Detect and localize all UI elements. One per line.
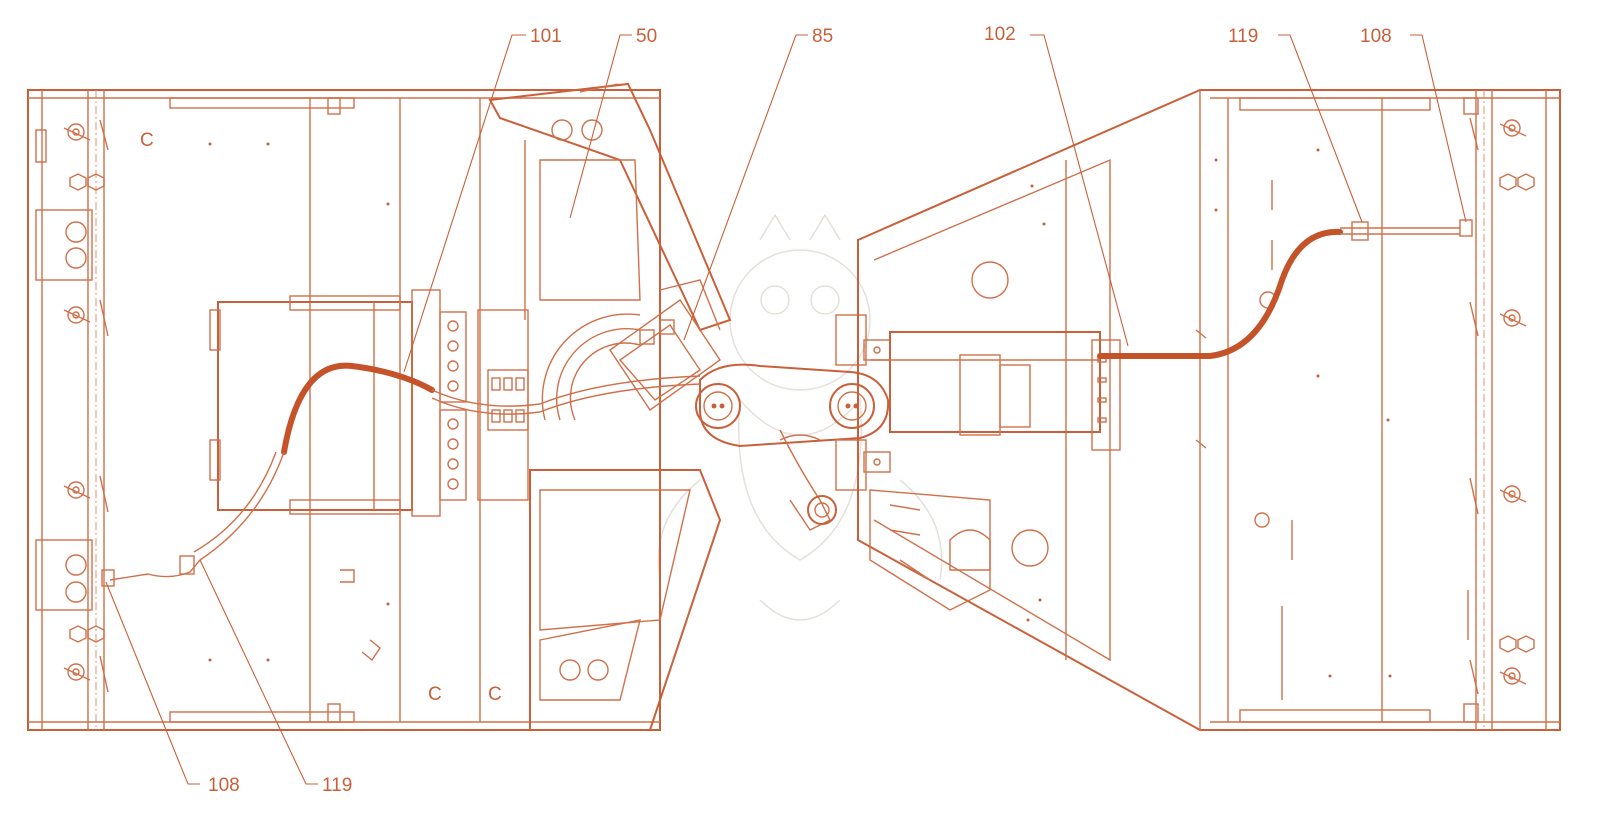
hose-102 [539, 219, 1473, 413]
ref-119-bottom: 119 [322, 775, 352, 796]
hose-101 [101, 362, 541, 587]
center-assembly [477, 82, 891, 731]
frame-letter: C [428, 684, 442, 705]
ref-108-top: 108 [1360, 26, 1392, 47]
frame-letter: C [488, 684, 502, 705]
right-frame [857, 89, 1561, 731]
left-frame: C C C [27, 89, 661, 731]
hydraulic-box-left [209, 289, 467, 517]
ref-119-top: 119 [1228, 26, 1258, 47]
leader-lines [105, 34, 1467, 785]
ref-101: 101 [530, 26, 562, 47]
ref-102: 102 [984, 24, 1016, 45]
ref-50: 50 [636, 26, 657, 47]
ref-108-bottom: 108 [208, 775, 240, 796]
ref-85: 85 [812, 26, 833, 47]
frame-letter: C [140, 130, 154, 151]
